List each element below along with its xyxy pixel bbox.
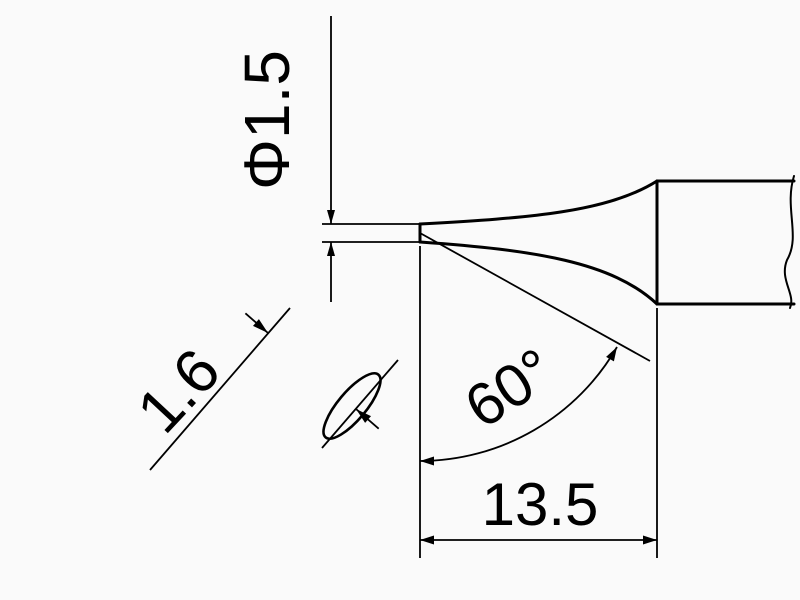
dim-length-label: 13.5 xyxy=(482,471,599,538)
face-width-ext-line-long xyxy=(149,307,291,471)
shank-break-line xyxy=(783,175,795,309)
angle-label: 60° xyxy=(453,335,566,441)
tip-outline-top xyxy=(418,179,659,226)
dim-diameter-arrow-bottom xyxy=(327,242,335,256)
bevel-edge-line xyxy=(419,232,651,362)
face-width-ext-line-short xyxy=(321,359,399,449)
bevel-face-ellipse xyxy=(322,372,382,440)
face-width-arrow-2 xyxy=(356,409,371,423)
dim-diameter-arrow-top xyxy=(327,210,335,224)
angle-arc-arrow-start xyxy=(420,456,434,466)
face-width-arrow-1 xyxy=(253,319,268,333)
dim-length-arrow-left xyxy=(420,535,434,545)
tip-outline-bottom xyxy=(418,240,659,306)
angle-arc xyxy=(419,346,618,462)
face-width-label: 1.6 xyxy=(124,336,233,446)
angle-arc-arrow-end xyxy=(606,347,617,362)
dim-length-arrow-right xyxy=(643,535,657,545)
dim-diameter-label: Φ1.5 xyxy=(231,50,303,190)
